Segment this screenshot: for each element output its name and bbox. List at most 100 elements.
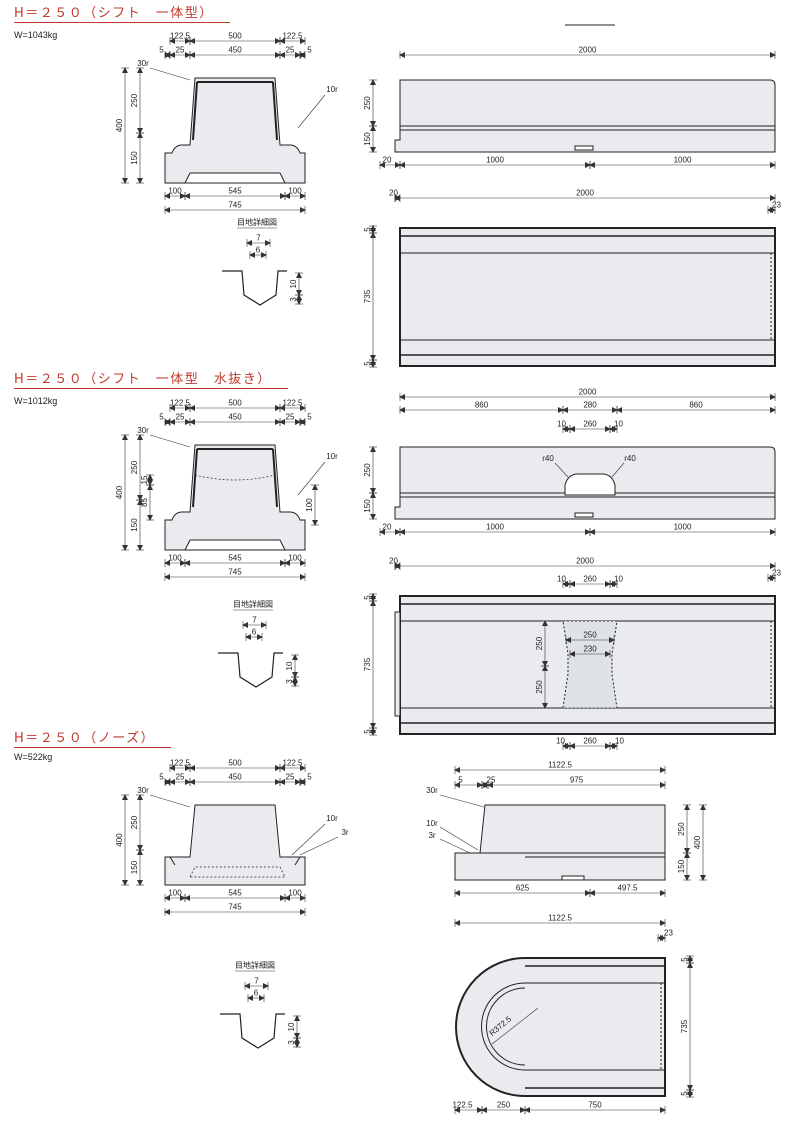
dimension-label: 450	[228, 46, 242, 55]
nose-section-hidden	[189, 866, 286, 878]
dimension-label: 2000	[576, 557, 594, 566]
joint-profile	[220, 1013, 285, 1049]
dimension-label: 25	[176, 413, 185, 422]
side-view-notch	[574, 512, 594, 518]
dimension-label: 100	[168, 187, 182, 196]
dimension-label: 250	[535, 680, 544, 694]
dimension-label: 5	[680, 957, 689, 962]
dimension-label: 25	[286, 773, 295, 782]
cross-section-body	[164, 77, 306, 184]
dimension-label: 10	[614, 575, 623, 584]
leader-line	[611, 462, 625, 478]
dimension-label: 23	[772, 201, 781, 210]
dimension-label: 3r	[341, 828, 348, 837]
joint-detail-title: 目地詳細図	[233, 599, 273, 609]
dimension-label: 400	[115, 118, 124, 132]
section-3-title: H＝２５０（ノーズ）	[14, 727, 172, 748]
leader-line	[291, 823, 326, 856]
dimension-label: 260	[583, 575, 597, 584]
nose-plan-inner-arc	[481, 982, 526, 1071]
nose-section-body	[164, 804, 306, 886]
dimension-label: 545	[228, 889, 242, 898]
leader-line	[297, 461, 326, 496]
cross-section-cap	[192, 448, 278, 508]
dimension-label: 10	[557, 575, 566, 584]
dimension-label: 25	[487, 776, 496, 785]
dimension-label: 860	[475, 401, 489, 410]
dimension-label: 10	[614, 420, 623, 429]
dimension-label: 5	[307, 413, 312, 422]
joint-detail-title: 目地詳細図	[237, 217, 277, 227]
dimension-label: 10r	[326, 452, 338, 461]
dimension-label: 5	[363, 729, 372, 734]
dimension-label: 2000	[576, 189, 594, 198]
dimension-label: 500	[228, 399, 242, 408]
dimension-label: 545	[228, 187, 242, 196]
dimension-label: 250	[583, 631, 597, 640]
leader-line	[149, 794, 191, 808]
nose-side-notch	[561, 875, 585, 881]
dimension-label: 150	[363, 499, 372, 513]
dimension-label: 30r	[137, 426, 149, 435]
cross-section-channel	[184, 539, 286, 551]
dimension-label: 100	[288, 889, 302, 898]
section-2-title: H＝２５０（シフト 一体型 水抜き）	[14, 368, 288, 389]
side-view-body	[394, 79, 776, 153]
dimension-label: 10r	[326, 814, 338, 823]
dimension-label: 735	[680, 1019, 689, 1033]
dimension-label: 122.5	[170, 399, 191, 408]
dimension-label: 5	[363, 595, 372, 600]
leader-line	[439, 838, 471, 854]
side-view-weep-hole	[564, 473, 616, 496]
dimension-label: 150	[130, 860, 139, 874]
dimension-label: 25	[286, 46, 295, 55]
dimension-label: 500	[228, 32, 242, 41]
dimension-label: 122.5	[282, 399, 303, 408]
dimension-label: 735	[363, 657, 372, 671]
dimension-label: 400	[693, 835, 702, 849]
dimension-label: 23	[664, 929, 673, 938]
joint-profile	[218, 652, 283, 688]
dimension-label: 5	[159, 773, 164, 782]
dimension-label: 500	[228, 759, 242, 768]
cross-section-channel	[184, 172, 286, 184]
dimension-label: 30r	[137, 786, 149, 795]
leader-line	[554, 462, 569, 478]
dimension-label: 10	[285, 661, 294, 670]
dimension-label: 3	[285, 679, 294, 684]
section-2-weight: W=1012kg	[14, 396, 58, 406]
dimension-label: 250	[677, 822, 686, 836]
dimension-label: 20	[383, 156, 392, 165]
leader-line	[149, 67, 191, 81]
dimension-label: 5	[159, 46, 164, 55]
dimension-label: 5	[680, 1091, 689, 1096]
dimension-label: 85	[140, 498, 149, 507]
dimension-label: 1122.5	[548, 914, 572, 923]
dimension-label: 5	[363, 361, 372, 366]
dimension-label: 25	[286, 413, 295, 422]
dimension-label: 100	[288, 554, 302, 563]
dimension-label: 25	[176, 46, 185, 55]
section-1-title: H＝２５０（シフト 一体型）	[14, 2, 230, 23]
dimension-label: 450	[228, 413, 242, 422]
dimension-label: 2000	[579, 46, 597, 55]
dimension-label: 2000	[579, 388, 597, 397]
dimension-label: 150	[130, 518, 139, 532]
nose-plan-inner-arc	[486, 987, 526, 1066]
leader-line	[299, 836, 339, 856]
dimension-label: 100	[305, 498, 314, 512]
dimension-label: 122.5	[282, 759, 303, 768]
nose-plan-edge	[525, 965, 665, 1089]
dimension-label: r40	[624, 454, 636, 463]
leader-line	[491, 1007, 539, 1045]
dimension-label: 150	[130, 151, 139, 165]
dimension-label: 6	[256, 246, 261, 255]
dimension-label: 250	[535, 636, 544, 650]
dimension-label: 400	[115, 485, 124, 499]
dimension-label: 230	[583, 645, 597, 654]
section-3-weight: W=522kg	[14, 752, 53, 762]
dimension-label: 745	[228, 201, 242, 210]
dimension-label: 122.5	[170, 759, 191, 768]
leader-line	[439, 826, 479, 851]
nose-plan-body	[455, 957, 666, 1097]
